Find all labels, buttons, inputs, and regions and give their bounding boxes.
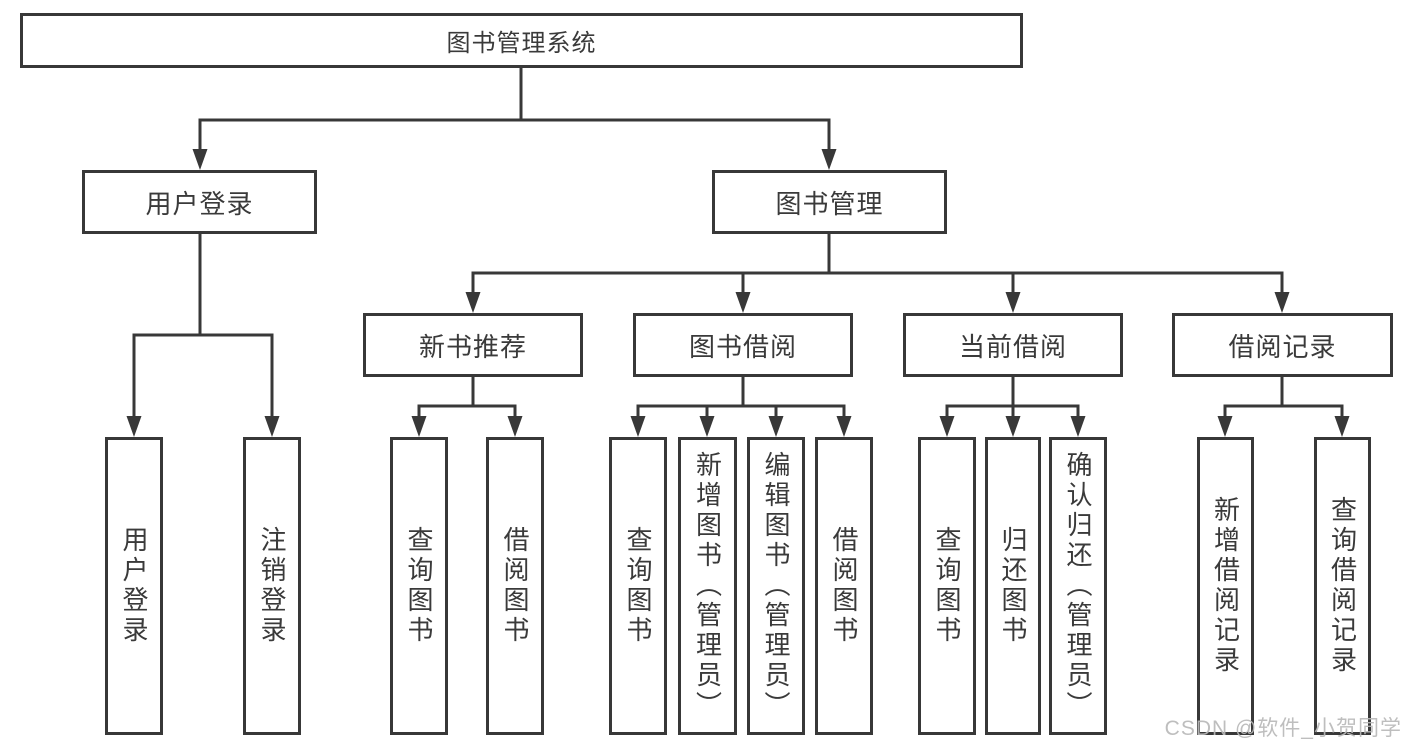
node-label: 借阅图书 (500, 526, 530, 646)
node-label: 用户登录 (119, 526, 149, 646)
node-logout: 注销登录 (243, 437, 301, 735)
node-label: 新增借阅记录 (1210, 496, 1241, 676)
csdn-watermark: CSDN @软件_小贺同学 (1164, 717, 1402, 740)
node-book-management: 图书管理 (712, 170, 947, 234)
node-label: 查询图书 (623, 526, 653, 646)
node-query-books-3: 查询图书 (918, 437, 976, 735)
node-confirm-return-admin: 确认归还（管理员） (1049, 437, 1107, 735)
node-add-book-admin: 新增图书（管理员） (678, 437, 737, 735)
node-user-login-leaf: 用户登录 (105, 437, 163, 735)
node-label: 查询借阅记录 (1327, 496, 1358, 676)
node-book-borrowing: 图书借阅 (633, 313, 853, 377)
node-add-borrow-record: 新增借阅记录 (1197, 437, 1254, 735)
node-new-book-recommend: 新书推荐 (363, 313, 583, 377)
node-label: 查询图书 (404, 526, 434, 646)
node-library-management-system: 图书管理系统 (20, 13, 1023, 68)
node-borrow-books-1: 借阅图书 (486, 437, 544, 735)
node-return-books: 归还图书 (985, 437, 1041, 735)
node-query-books-2: 查询图书 (609, 437, 667, 735)
node-borrowing-records: 借阅记录 (1172, 313, 1393, 377)
node-label: 新增图书（管理员） (692, 451, 723, 721)
node-query-books-1: 查询图书 (390, 437, 448, 735)
node-label: 归还图书 (998, 526, 1028, 646)
node-query-borrow-record: 查询借阅记录 (1314, 437, 1371, 735)
node-current-borrowing: 当前借阅 (903, 313, 1123, 377)
node-label: 借阅图书 (829, 526, 859, 646)
node-edit-book-admin: 编辑图书（管理员） (747, 437, 805, 735)
node-label: 查询图书 (932, 526, 962, 646)
node-user-login: 用户登录 (82, 170, 317, 234)
node-borrow-books-2: 借阅图书 (815, 437, 873, 735)
node-label: 注销登录 (257, 526, 287, 646)
node-label: 确认归还（管理员） (1063, 451, 1093, 721)
node-label: 编辑图书（管理员） (761, 451, 791, 721)
